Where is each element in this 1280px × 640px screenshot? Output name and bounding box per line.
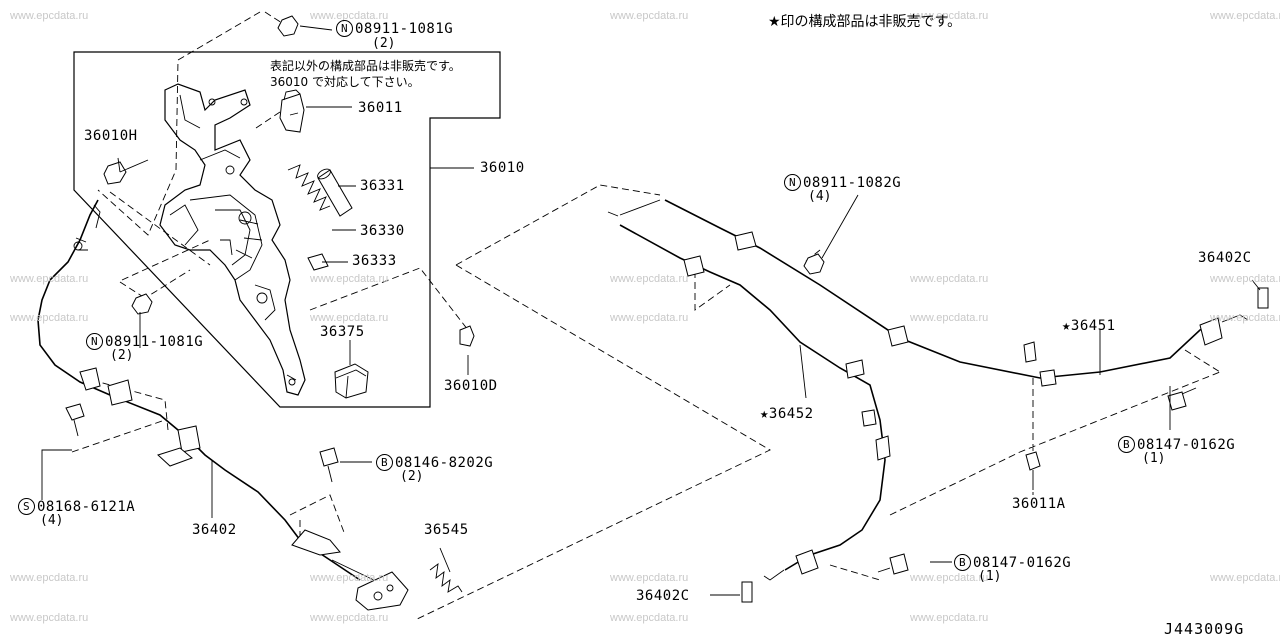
part-label-36451[interactable]: ★36451 — [1062, 318, 1116, 334]
assembly-frame-36010 — [73, 51, 501, 408]
watermark: www.epcdata.ru — [610, 312, 689, 324]
qty-08911-1082G: (4) — [808, 189, 832, 204]
watermark: www.epcdata.ru — [10, 572, 89, 584]
qty-08147-0162G-bottom: (1) — [978, 569, 1002, 584]
watermark: www.epcdata.ru — [310, 10, 389, 22]
watermark: www.epcdata.ru — [310, 612, 389, 624]
watermark: www.epcdata.ru — [610, 572, 689, 584]
part-label-36402C-bottom[interactable]: 36402C — [636, 588, 690, 604]
pad-36375 — [334, 363, 369, 399]
star-note: ★印の構成部品は非販売です。 — [768, 14, 962, 30]
part-label-36333[interactable]: 36333 — [352, 253, 397, 269]
watermark: www.epcdata.ru — [610, 10, 689, 22]
watermark: www.epcdata.ru — [1210, 273, 1280, 285]
pin-36402C-bottom — [741, 581, 753, 603]
part-label-36010H[interactable]: 36010H — [84, 128, 138, 144]
nut-08911-mid — [131, 293, 153, 315]
pin-36402C-right — [1257, 287, 1269, 309]
part-label-36010D[interactable]: 36010D — [444, 378, 498, 394]
spring-36545 — [429, 562, 463, 593]
watermark: www.epcdata.ru — [10, 612, 89, 624]
watermark: www.epcdata.ru — [910, 572, 989, 584]
cable-end-36452 — [795, 549, 819, 575]
diagram-code: J443009G — [1164, 620, 1245, 638]
watermark: www.epcdata.ru — [310, 572, 389, 584]
watermark: www.epcdata.ru — [610, 612, 689, 624]
bracket-36011 — [279, 93, 305, 133]
bolt-36010H — [103, 161, 127, 185]
part-label-36402[interactable]: 36402 — [192, 522, 237, 538]
part-label-36375[interactable]: 36375 — [320, 324, 365, 340]
bolt-36011A — [1025, 451, 1041, 471]
watermark: www.epcdata.ru — [910, 612, 989, 624]
pedal-assembly — [159, 83, 306, 396]
cable-36402 — [37, 199, 361, 581]
part-label-36452[interactable]: ★36452 — [760, 406, 814, 422]
bolt-08147-bottom — [889, 553, 909, 575]
watermark: www.epcdata.ru — [10, 312, 89, 324]
watermark: www.epcdata.ru — [10, 273, 89, 285]
watermark: www.epcdata.ru — [310, 312, 389, 324]
part-label-36011[interactable]: 36011 — [358, 100, 403, 116]
box-note-line1: 表記以外の構成部品は非販売です。 — [270, 59, 461, 73]
bolt-08146 — [319, 447, 339, 467]
watermark: www.epcdata.ru — [310, 273, 389, 285]
watermark: www.epcdata.ru — [1210, 312, 1280, 324]
cable-end-36451 — [1199, 317, 1223, 346]
nut-08911-1082G — [803, 253, 825, 275]
dashed-guides-right — [414, 184, 1221, 621]
clip-36010D — [459, 325, 475, 347]
watermark: www.epcdata.ru — [610, 273, 689, 285]
bolt-08168 — [65, 403, 85, 421]
qty-08147-0162G-right: (1) — [1142, 451, 1166, 466]
part-label-36330[interactable]: 36330 — [360, 223, 405, 239]
equalizer — [355, 571, 409, 611]
clip-36333 — [307, 253, 329, 271]
qty-08146-8202G: (2) — [400, 469, 424, 484]
qty-08911-1081G-top: (2) — [372, 36, 396, 51]
watermark: www.epcdata.ru — [10, 10, 89, 22]
leader-lines — [41, 25, 1261, 596]
watermark: www.epcdata.ru — [910, 10, 989, 22]
part-label-36545[interactable]: 36545 — [424, 522, 469, 538]
sleeve-36331 — [317, 169, 353, 217]
bolt-08147-right — [1167, 391, 1187, 411]
qty-08911-1081G-mid: (2) — [110, 348, 134, 363]
dashed-guides-left — [71, 11, 469, 545]
part-label-36011A[interactable]: 36011A — [1012, 496, 1066, 512]
watermark: www.epcdata.ru — [910, 273, 989, 285]
qty-08168-6121A: (4) — [40, 513, 64, 528]
part-label-36402C-right[interactable]: 36402C — [1198, 250, 1252, 266]
part-label-36331[interactable]: 36331 — [360, 178, 405, 194]
cable-36452 — [619, 224, 886, 571]
spring-36330 — [287, 164, 331, 211]
watermark: www.epcdata.ru — [1210, 572, 1280, 584]
box-note-line2: 36010 で対応して下さい。 — [270, 75, 420, 89]
part-label-36010[interactable]: 36010 — [480, 160, 525, 176]
watermark: www.epcdata.ru — [1210, 10, 1280, 22]
watermark: www.epcdata.ru — [910, 312, 989, 324]
equalizer-bracket — [291, 529, 341, 556]
cable-36451 — [664, 199, 1216, 379]
nut-08911-top — [277, 15, 299, 37]
